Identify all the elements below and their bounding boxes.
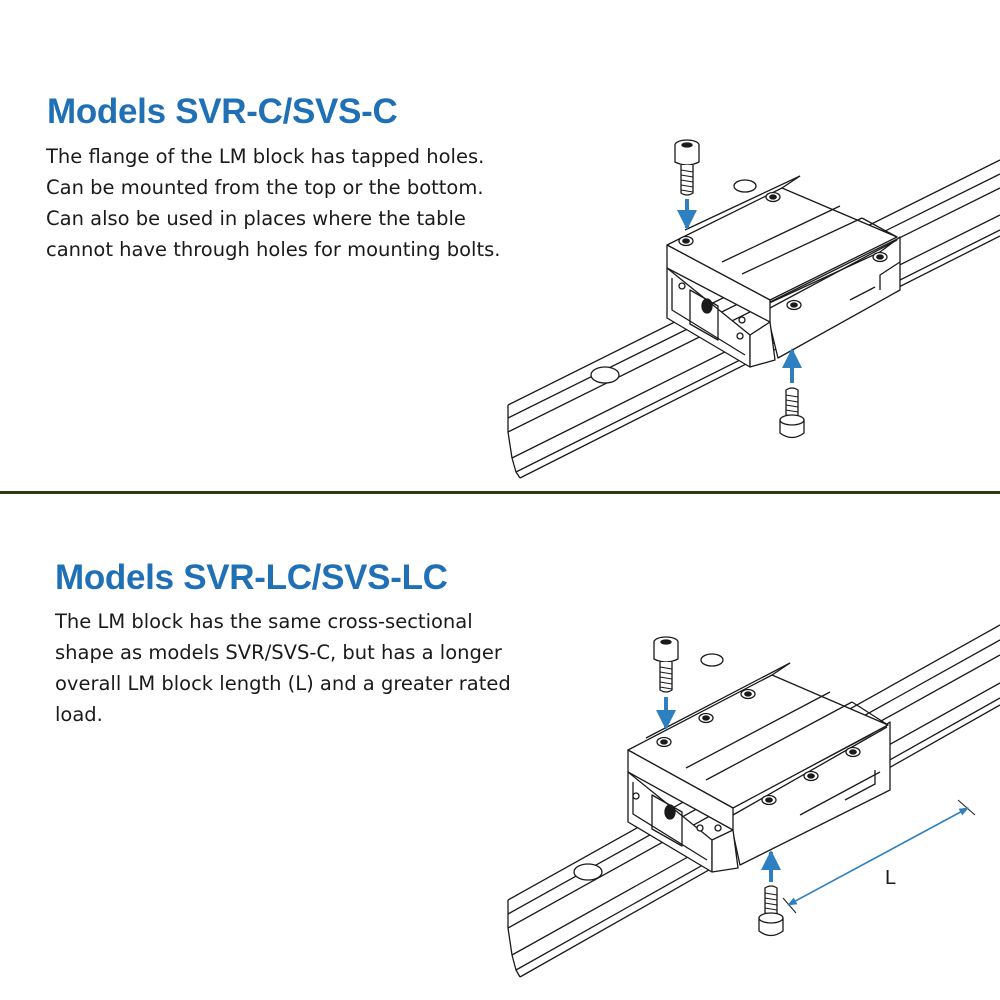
bolt-bottom xyxy=(758,885,784,937)
tapped-holes xyxy=(678,191,888,340)
section-c-line: Can be mounted from the top or the botto… xyxy=(46,176,484,199)
section-divider xyxy=(0,491,1000,494)
section-c-line: Can also be used in places where the tab… xyxy=(46,207,466,230)
length-dimension-label: L xyxy=(885,867,896,889)
lm-block xyxy=(666,175,901,368)
bolt-top xyxy=(674,139,700,196)
section-lc-description: The LM block has the same cross-sectiona… xyxy=(55,606,511,730)
dimension-extension-line xyxy=(782,799,976,914)
section-c-line: The flange of the LM block has tapped ho… xyxy=(46,145,485,168)
lm-guide-drawing-c xyxy=(507,139,1000,479)
rail-mounting-hole xyxy=(700,653,724,667)
section-lc-line: overall LM block length (L) and a greate… xyxy=(55,672,511,695)
rail-mounting-hole xyxy=(590,366,620,384)
bolt-bottom xyxy=(779,387,805,439)
section-c-line: cannot have through holes for mounting b… xyxy=(46,238,501,261)
section-lc-line: shape as models SVR/SVS-C, but has a lon… xyxy=(55,641,502,664)
tapped-holes xyxy=(632,688,861,832)
rail-mounting-hole xyxy=(573,863,603,881)
section-lc-line: load. xyxy=(55,703,103,726)
lm-block xyxy=(627,662,891,873)
section-c-title: Models SVR-C/SVS-C xyxy=(47,92,398,131)
section-lc-line: The LM block has the same cross-sectiona… xyxy=(55,610,473,633)
length-dimension-arrow xyxy=(787,807,969,906)
rail-mounting-hole xyxy=(733,179,757,193)
bolt-top xyxy=(653,636,679,693)
lm-guide-drawing-lc xyxy=(507,624,1000,978)
section-c-description: The flange of the LM block has tapped ho… xyxy=(46,141,500,265)
section-lc-title: Models SVR-LC/SVS-LC xyxy=(55,558,448,597)
